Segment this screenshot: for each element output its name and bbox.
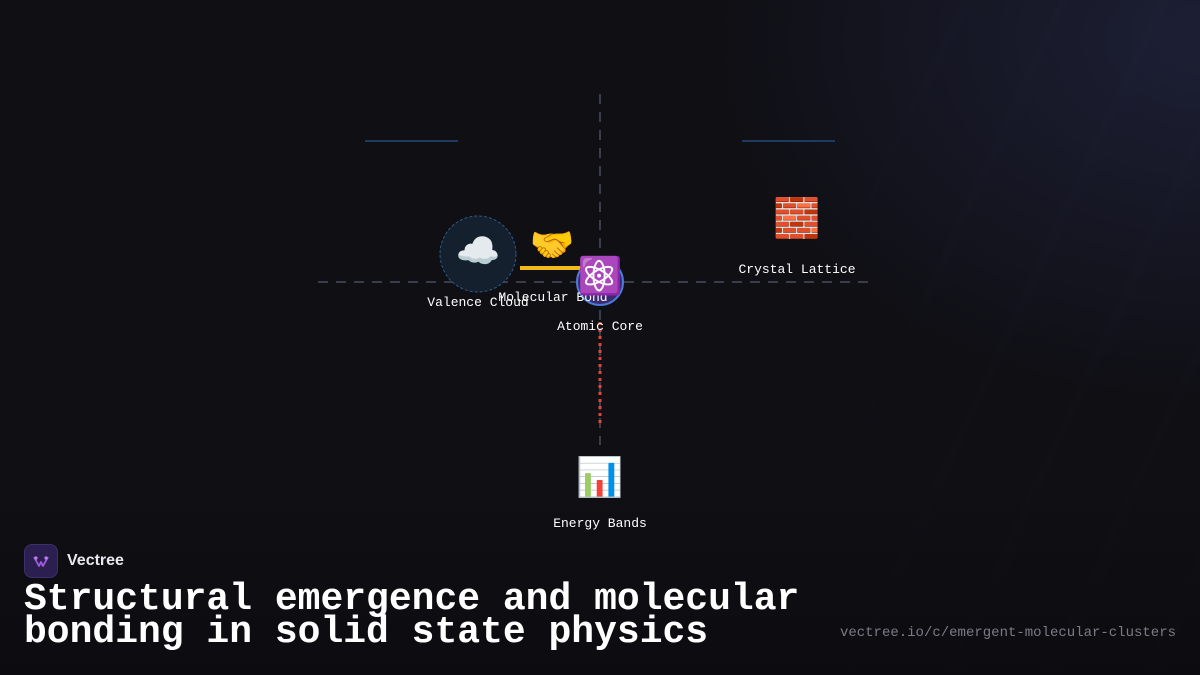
source-url[interactable]: vectree.io/c/emergent-molecular-clusters	[839, 625, 1176, 641]
atomic-core-label: Atomic Core	[557, 319, 643, 334]
bar-chart-icon[interactable]: 📊	[576, 455, 624, 499]
crystal-lattice-label: Crystal Lattice	[738, 262, 856, 277]
atom-icon[interactable]: ⚛️	[577, 256, 623, 297]
brand-name: Vectree	[67, 552, 124, 569]
energy-bands-label: Energy Bands	[553, 516, 647, 531]
cloud-icon[interactable]: ☁️	[455, 231, 501, 272]
brand: Vectree	[24, 544, 124, 578]
vectree-logo-mark	[33, 556, 49, 567]
handshake-icon[interactable]: 🤝	[529, 225, 575, 266]
vectree-logo-icon[interactable]	[24, 544, 58, 578]
page-title: Structural emergence and molecular bondi…	[24, 578, 800, 654]
bottom-fade	[0, 475, 1200, 675]
molecular-bond-label: Molecular Bond	[498, 290, 608, 305]
valence-cloud-label: Valence Cloud	[427, 295, 529, 310]
atomic-core-ring	[576, 258, 624, 306]
brick-icon[interactable]: 🧱	[773, 196, 821, 240]
valence-cloud-ring	[439, 215, 517, 293]
